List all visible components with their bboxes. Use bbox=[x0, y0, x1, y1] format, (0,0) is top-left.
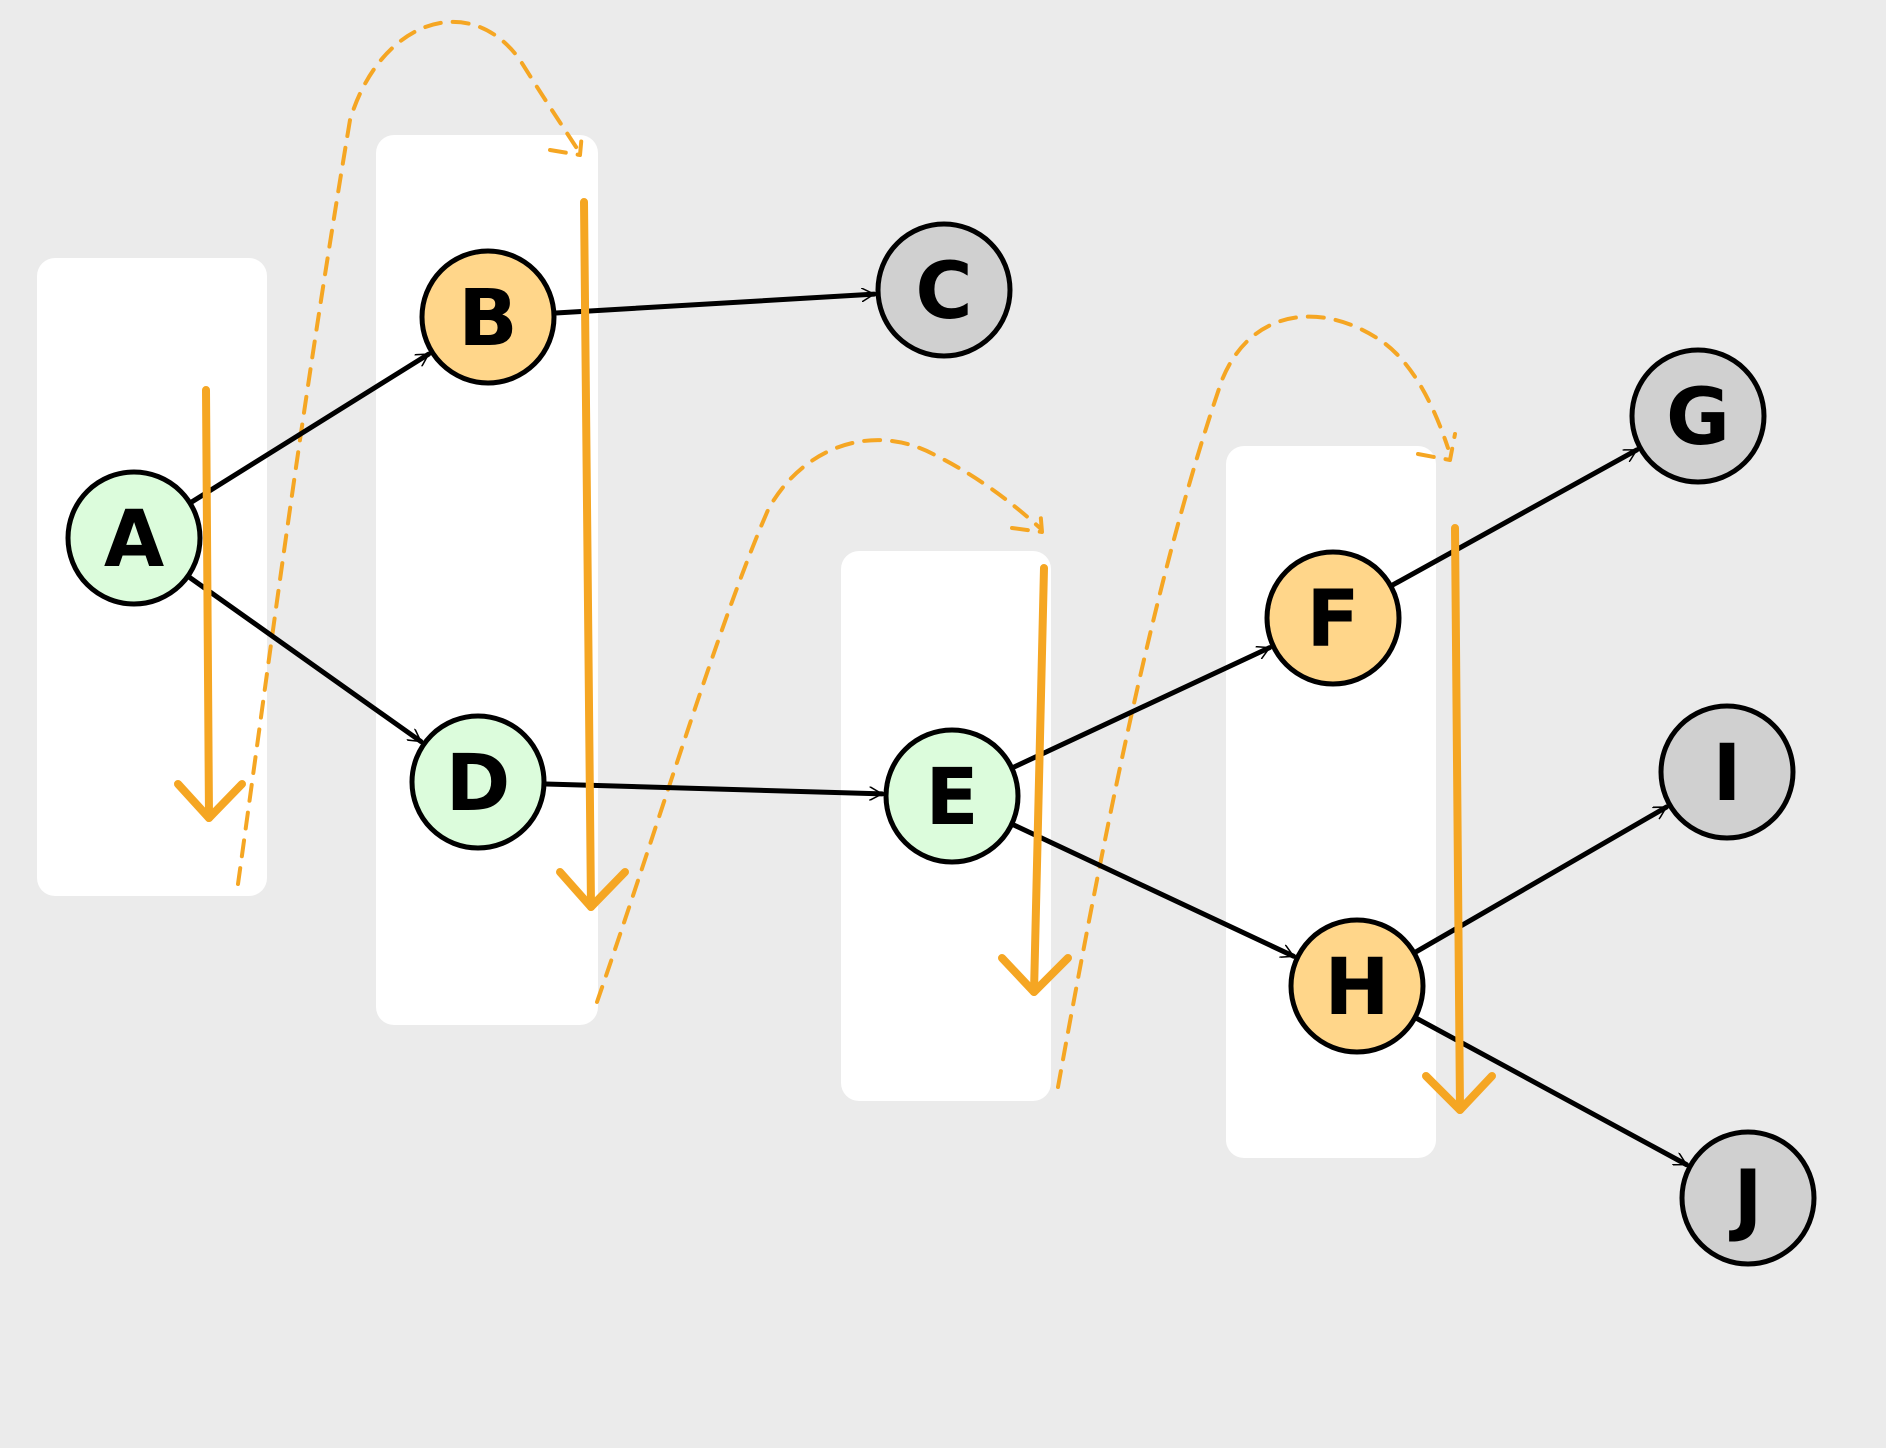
node-circle bbox=[409, 713, 547, 851]
node-circle bbox=[1658, 703, 1796, 841]
edge-e-f bbox=[1011, 645, 1273, 770]
node-circle bbox=[883, 727, 1021, 865]
node-label: H bbox=[1324, 943, 1389, 1033]
hop-arrows bbox=[236, 19, 1457, 1089]
scan-arrows bbox=[174, 198, 1496, 1114]
panels bbox=[37, 135, 1436, 1158]
edge-d-e bbox=[543, 781, 885, 794]
node-d: D bbox=[409, 713, 547, 851]
hop-arrow-2 bbox=[595, 438, 1044, 1004]
scan-arrow-1 bbox=[174, 386, 246, 822]
node-label: E bbox=[925, 753, 978, 843]
node-circle bbox=[875, 221, 1013, 359]
node-circle bbox=[1679, 1129, 1817, 1267]
nodes: A B C D E F G H I J bbox=[65, 221, 1817, 1267]
node-circle bbox=[1629, 347, 1767, 485]
edge-e-h bbox=[1011, 822, 1297, 959]
scan-arrow-2 bbox=[556, 198, 629, 911]
node-h: H bbox=[1288, 917, 1426, 1055]
edge-h-i bbox=[1413, 804, 1669, 955]
edge-a-d bbox=[186, 574, 424, 745]
node-label: I bbox=[1712, 729, 1741, 819]
node-e: E bbox=[883, 727, 1021, 865]
hop-arrow-1 bbox=[236, 19, 584, 886]
node-b: B bbox=[419, 248, 557, 386]
node-label: B bbox=[458, 274, 517, 364]
node-circle bbox=[65, 469, 203, 607]
node-label: G bbox=[1666, 373, 1730, 463]
node-label: C bbox=[915, 247, 972, 337]
scan-arrow-3 bbox=[998, 564, 1072, 996]
node-g: G bbox=[1629, 347, 1767, 485]
edge-f-g bbox=[1389, 447, 1640, 588]
edge-a-b bbox=[189, 351, 432, 505]
node-label: J bbox=[1728, 1155, 1762, 1245]
node-f: F bbox=[1264, 549, 1402, 687]
node-j: J bbox=[1679, 1129, 1817, 1267]
scan-arrow-4 bbox=[1422, 524, 1496, 1114]
node-circle bbox=[1288, 917, 1426, 1055]
node-label: D bbox=[446, 739, 511, 829]
hop-arrow-3 bbox=[1056, 314, 1457, 1089]
node-label: A bbox=[104, 495, 164, 585]
node-label: F bbox=[1306, 575, 1359, 665]
edge-b-c bbox=[553, 294, 877, 316]
node-i: I bbox=[1658, 703, 1796, 841]
node-circle bbox=[1264, 549, 1402, 687]
node-a: A bbox=[65, 469, 203, 607]
node-c: C bbox=[875, 221, 1013, 359]
node-circle bbox=[419, 248, 557, 386]
